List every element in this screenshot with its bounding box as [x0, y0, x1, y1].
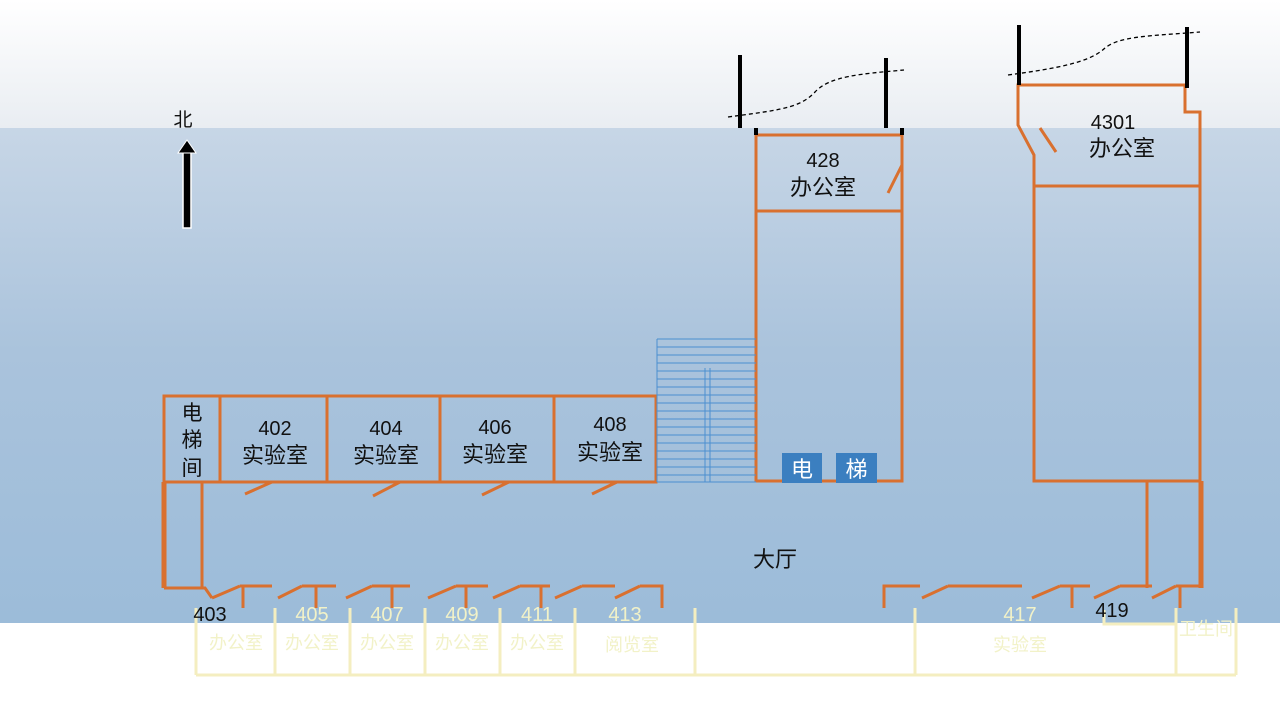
room-name: 办公室 [360, 633, 414, 654]
door-419 [1093, 584, 1121, 600]
room-name: 办公室 [435, 633, 489, 654]
room-number: 409 [445, 604, 479, 626]
door-404 [372, 480, 401, 498]
south-wall-west [164, 586, 214, 599]
room-name: 办公室 [285, 633, 339, 654]
room-number: 419 [1095, 600, 1129, 622]
compass-label: 北 [173, 110, 193, 131]
door-413b [614, 584, 641, 600]
room-name: 实验室 [352, 444, 420, 469]
north-arrow-icon [177, 139, 197, 229]
south-rooms-faded [194, 608, 1238, 677]
room-name: 办公室 [1088, 137, 1156, 162]
door-405 [277, 584, 303, 600]
door-409 [427, 584, 457, 600]
room-number: 417 [1003, 604, 1037, 626]
room-name: 实验室 [993, 635, 1047, 656]
door-wc [1151, 584, 1177, 600]
south-wall-g [640, 584, 664, 608]
room-name: 办公室 [789, 176, 857, 201]
door-402 [244, 480, 273, 496]
room-name: 卫生间 [1179, 619, 1233, 640]
room-number: 408 [593, 414, 627, 436]
door-413a [554, 584, 583, 600]
room-number: 413 [608, 604, 642, 626]
door-428 [886, 164, 904, 194]
door-4301 [1038, 127, 1058, 153]
elevator-room-label: 电 梯 间 [181, 401, 203, 480]
door-411 [492, 584, 521, 600]
door-403 [211, 584, 241, 600]
tower-428-outline [754, 133, 904, 483]
room-number: 428 [806, 150, 840, 172]
room-number: 407 [370, 604, 404, 626]
room-name: 办公室 [510, 633, 564, 654]
room-name: 实验室 [576, 441, 644, 466]
room-number: 404 [369, 418, 403, 440]
room-number: 406 [478, 417, 512, 439]
south-wall-h [882, 584, 920, 608]
hall-label: 大厅 [752, 548, 798, 573]
room-name: 实验室 [241, 444, 309, 469]
stairs [656, 338, 756, 483]
break-line-4301 [1007, 31, 1201, 76]
door-407 [345, 584, 373, 600]
north-rooms-outline [162, 394, 658, 484]
room-name: 实验室 [461, 443, 529, 468]
sky-background [0, 0, 1280, 128]
room-number: 402 [258, 418, 292, 440]
elevator-left: 电 [782, 453, 822, 483]
door-406 [481, 480, 510, 497]
tower-428-top [738, 55, 904, 135]
room-number: 405 [295, 604, 329, 626]
tower-4301-top [1017, 25, 1189, 88]
elevator-right: 梯 [836, 453, 877, 483]
room-number: 403 [193, 604, 227, 626]
plan-background [0, 128, 1280, 623]
room-name: 阅览室 [605, 635, 659, 656]
room-number: 4301 [1090, 112, 1136, 134]
door-408 [591, 480, 618, 496]
room-name: 办公室 [209, 633, 263, 654]
door-417b [1031, 584, 1061, 600]
door-417a [921, 584, 949, 600]
break-line-428 [727, 69, 905, 118]
room-number: 411 [521, 604, 553, 626]
